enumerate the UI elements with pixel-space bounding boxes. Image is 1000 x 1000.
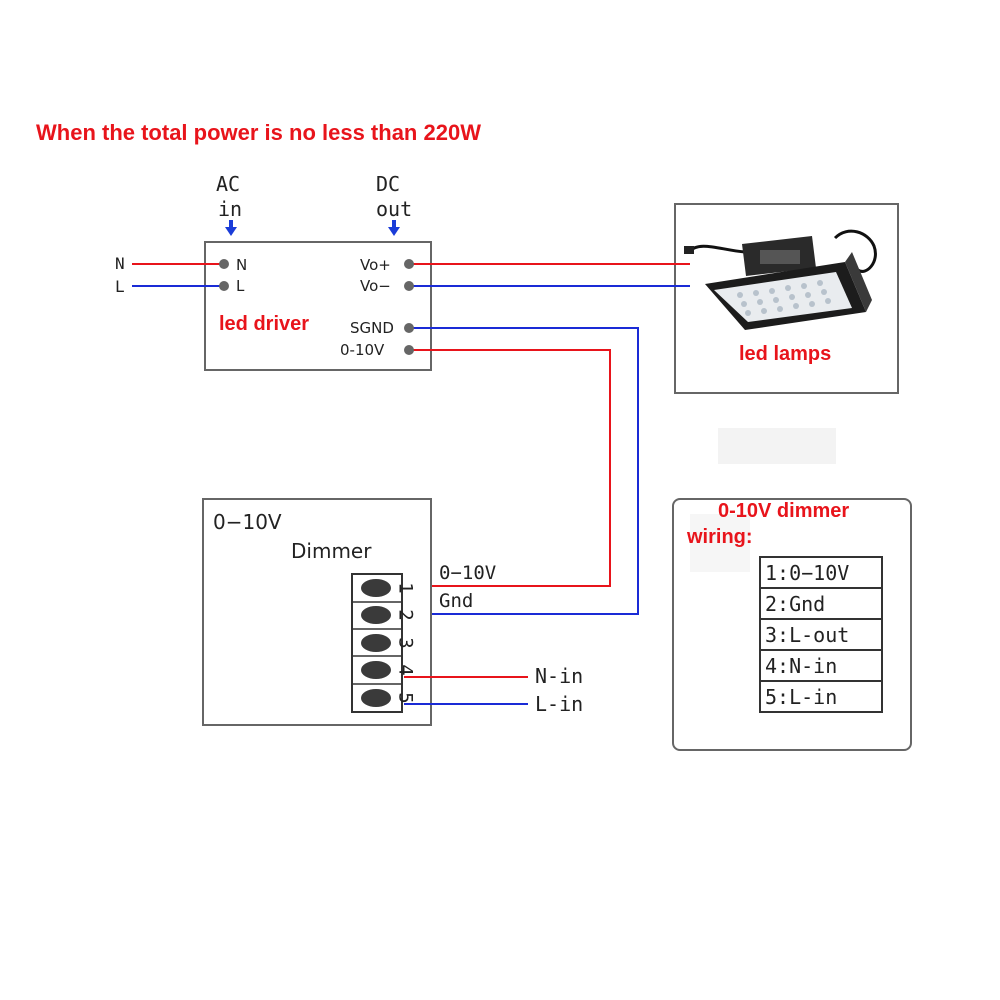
wiring-row-5: 5:L-in [759, 680, 883, 713]
terminal-n-dot [219, 259, 229, 269]
table-row: 4:N-in [759, 649, 883, 682]
driver-terminal-n-label: N [236, 256, 248, 274]
dimmer-wire-label-l-in: L-in [535, 692, 584, 716]
terminal-vo-plus-dot [404, 259, 414, 269]
sgnd-wire [410, 327, 639, 615]
dimmer-wire-label-dim: 0−10V [439, 562, 497, 584]
mains-l-label: L [115, 277, 125, 296]
screw-terminal-2 [361, 606, 391, 624]
screw-terminal-4 [361, 661, 391, 679]
dc-out-arrow [388, 220, 400, 236]
wiring-row-1: 1:0−10V [759, 556, 883, 589]
dimmer-title-line2: Dimmer [291, 539, 372, 563]
diagram-title: When the total power is no less than 220… [36, 120, 481, 145]
dc-label: DC [376, 172, 401, 196]
wiring-table: 1:0−10V 2:Gnd 3:L-out 4:N-in 5:L-in [759, 556, 883, 713]
dim-signal-wire [410, 349, 611, 587]
pin-number-5: 5 [395, 692, 417, 703]
terminal-vo-minus-dot [404, 281, 414, 291]
led-lamps-label: led lamps [739, 343, 832, 365]
mains-n-label: N [115, 254, 125, 273]
terminal-sgnd-dot [404, 323, 414, 333]
driver-terminal-sgnd-label: SGND [350, 319, 394, 337]
table-row: 1:0−10V [759, 556, 883, 589]
screw-terminal-1 [361, 579, 391, 597]
dimmer-title-line1: 0−10V [213, 510, 282, 534]
pin-number-4: 4 [395, 664, 417, 675]
dimmer-terminal-block [351, 573, 403, 713]
table-row: 5:L-in [759, 680, 883, 713]
ac-label: AC [216, 172, 241, 196]
screw-terminal-3 [361, 634, 391, 652]
pin-number-2: 2 [395, 609, 417, 620]
wiring-title-line2: wiring: [687, 526, 753, 548]
driver-terminal-vo-plus-label: Vo+ [360, 256, 391, 274]
driver-terminal-l-label: L [236, 277, 245, 295]
driver-terminal-vo-minus-label: Vo− [360, 277, 391, 295]
driver-terminal-dim-label: 0-10V [340, 341, 385, 359]
wiring-row-2: 2:Gnd [759, 587, 883, 620]
pin-number-3: 3 [395, 637, 417, 648]
terminal-l-dot [219, 281, 229, 291]
wiring-title-line1: 0-10V dimmer [718, 500, 850, 522]
terminal-dim-dot [404, 345, 414, 355]
dimmer-wire-label-gnd: Gnd [439, 590, 474, 612]
wiring-row-3: 3:L-out [759, 618, 883, 651]
out-label: out [376, 197, 413, 221]
screw-terminal-5 [361, 689, 391, 707]
wiring-row-4: 4:N-in [759, 649, 883, 682]
led-flood-lamp-picture [684, 229, 877, 330]
led-driver-label: led driver [219, 313, 310, 335]
dimmer-wire-label-n-in: N-in [535, 664, 584, 688]
table-row: 2:Gnd [759, 587, 883, 620]
table-row: 3:L-out [759, 618, 883, 651]
ac-in-arrow [225, 220, 237, 236]
in-label: in [218, 197, 243, 221]
pin-number-1: 1 [395, 582, 417, 593]
led-driver-box [204, 241, 432, 371]
